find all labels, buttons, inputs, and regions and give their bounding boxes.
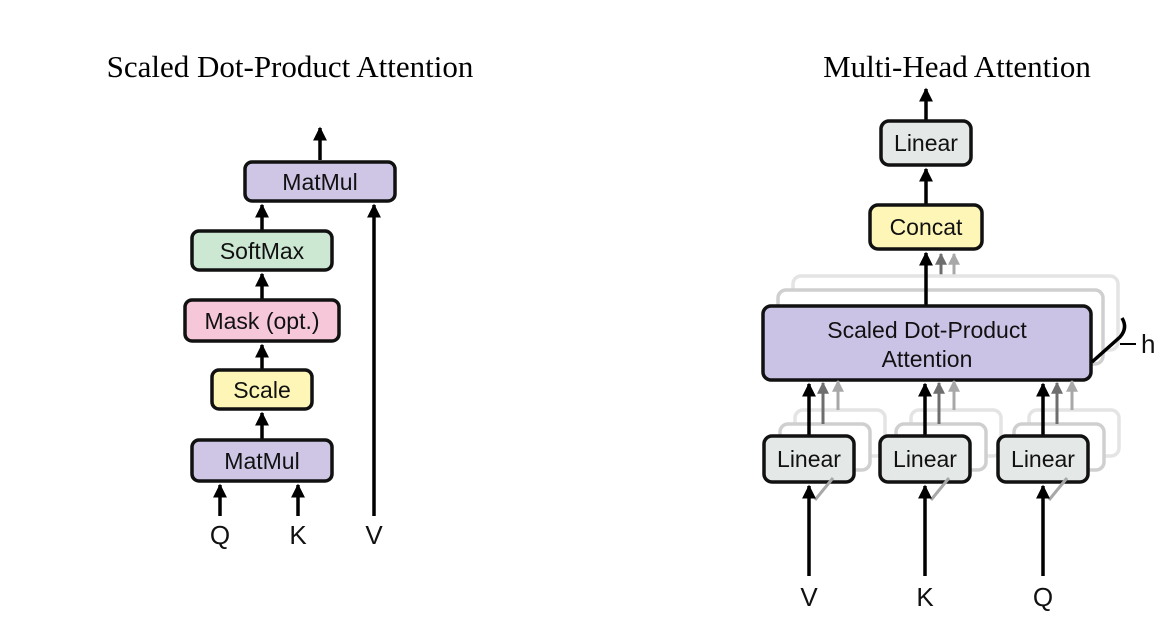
scaled-dot-product-panel: Scaled Dot-Product Attention MatMul Soft… [107, 49, 474, 550]
sdpa-block: Scaled Dot-Product Attention [761, 304, 1093, 382]
heads-label: h [1141, 329, 1155, 359]
matmul-top-block: MatMul [243, 160, 397, 203]
left-title: Scaled Dot-Product Attention [107, 49, 474, 84]
scale-label: Scale [233, 377, 291, 403]
linear-v-block: Linear [762, 434, 856, 484]
linear-q-label: Linear [1011, 446, 1075, 472]
matmul-bottom-box [190, 438, 334, 483]
input-v-label: V [365, 520, 383, 550]
matmul-top-box [243, 160, 397, 203]
linear-out-label: Linear [894, 130, 958, 156]
mask-label: Mask (opt.) [204, 308, 319, 334]
mh-input-v-label: V [800, 582, 818, 612]
softmax-block: SoftMax [190, 229, 334, 272]
linear-k-block: Linear [878, 434, 972, 484]
scale-block: Scale [210, 368, 314, 411]
mask-box [183, 298, 341, 343]
matmul-bottom-block: MatMul [190, 438, 334, 483]
concat-label: Concat [890, 214, 963, 240]
input-k-label: K [289, 520, 307, 550]
mh-input-k-label: K [916, 582, 934, 612]
ghost-input-q [1047, 477, 1069, 501]
heads-brace [1090, 317, 1127, 364]
linear-out-block: Linear [879, 119, 973, 167]
mask-block: Mask (opt.) [183, 298, 341, 343]
scale-box [210, 368, 314, 411]
sdpa-box [761, 304, 1093, 382]
matmul-top-label: MatMul [282, 169, 357, 195]
linear-k-label: Linear [893, 446, 957, 472]
linear-q-block: Linear [996, 434, 1090, 484]
linear-v-label: Linear [777, 446, 841, 472]
linear-k-box [878, 434, 972, 484]
sdpa-label-line2: Attention [882, 346, 973, 372]
mh-input-q-label: Q [1033, 582, 1053, 612]
right-title: Multi-Head Attention [823, 49, 1091, 84]
multi-head-panel: Multi-Head Attention Linear Concat Scale… [761, 49, 1155, 612]
concat-box [868, 203, 984, 251]
ghost-input-k [929, 477, 951, 501]
concat-block: Concat [868, 203, 984, 251]
linear-v-box [762, 434, 856, 484]
ghost-input-v [813, 477, 835, 501]
input-q-label: Q [210, 520, 230, 550]
softmax-label: SoftMax [220, 238, 305, 264]
linear-q-box [996, 434, 1090, 484]
linear-out-box [879, 119, 973, 167]
softmax-box [190, 229, 334, 272]
sdpa-label-line1: Scaled Dot-Product [827, 317, 1027, 343]
matmul-bottom-label: MatMul [224, 448, 299, 474]
